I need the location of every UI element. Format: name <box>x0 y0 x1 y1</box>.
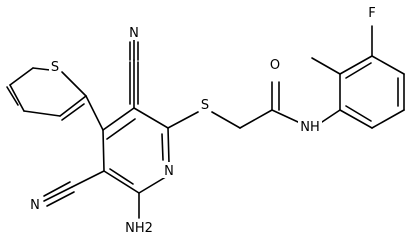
label-background <box>199 96 211 112</box>
label-background <box>49 58 61 74</box>
bond <box>133 107 169 129</box>
bond <box>23 110 61 117</box>
atom-label-layer: S S O F N NH N N NH2 <box>28 4 378 236</box>
bond <box>6 86 19 106</box>
atom-label-thioether-sulfur: S <box>201 98 209 113</box>
bond <box>9 84 25 112</box>
bond <box>71 170 105 188</box>
bond <box>239 109 273 129</box>
label-background <box>366 4 378 20</box>
atom-label-cyano-nitrogen-top: N <box>129 26 139 41</box>
bond <box>161 133 164 161</box>
bond <box>61 71 87 97</box>
bond <box>106 118 136 140</box>
bond <box>371 109 405 129</box>
bond <box>109 168 134 185</box>
bond <box>345 62 372 79</box>
bond <box>339 109 373 129</box>
label-background <box>298 118 322 134</box>
bond <box>9 67 34 86</box>
bond <box>61 103 85 121</box>
bond <box>167 127 170 164</box>
bond <box>103 170 140 194</box>
bond <box>46 191 75 207</box>
bond <box>371 55 405 75</box>
bond <box>345 105 372 122</box>
bond <box>321 109 341 123</box>
label-background <box>268 56 282 72</box>
bond <box>43 186 73 202</box>
atom-label-fluorine: F <box>368 6 375 21</box>
atom-label-amino-group: NH2 <box>125 221 153 236</box>
atom-label-ring-nitrogen: N <box>164 164 174 179</box>
atom-label-cyano-nitrogen-left: N <box>30 198 40 213</box>
bond <box>43 181 71 197</box>
bond <box>102 129 105 172</box>
bond <box>32 67 51 71</box>
label-background <box>127 24 141 40</box>
bond <box>102 107 135 131</box>
atom-label-amide-nitrogen: NH <box>300 120 320 135</box>
bond <box>211 111 241 129</box>
bond <box>85 95 104 131</box>
bond <box>339 55 373 75</box>
atom-label-carbonyl-oxygen: O <box>270 58 280 73</box>
label-background <box>28 196 42 212</box>
bond <box>59 95 87 117</box>
bond <box>271 109 299 123</box>
label-background <box>123 219 157 236</box>
label-background <box>162 162 176 178</box>
bond <box>167 111 199 129</box>
atom-label-thiophene-sulfur: S <box>51 60 59 75</box>
bond <box>311 57 341 75</box>
bond-layer <box>6 25 405 219</box>
